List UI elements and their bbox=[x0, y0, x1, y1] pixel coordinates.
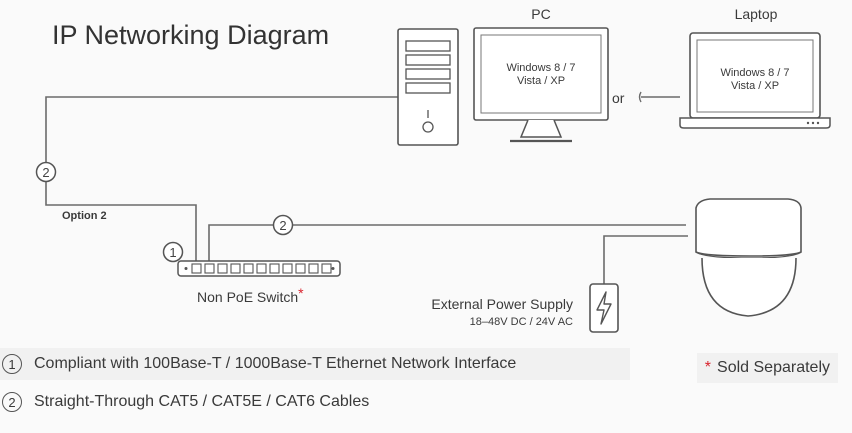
svg-text:1: 1 bbox=[169, 245, 176, 260]
cables bbox=[45, 96, 688, 284]
switch-ports bbox=[191, 263, 332, 274]
svg-text:2: 2 bbox=[42, 165, 49, 180]
pc-label: PC bbox=[531, 6, 550, 22]
note-text-1: Compliant with 100Base-T / 1000Base-T Et… bbox=[34, 355, 517, 372]
pc-tower bbox=[397, 28, 459, 146]
laptop-os-line2: Vista / XP bbox=[731, 80, 779, 92]
or-label: or bbox=[612, 90, 625, 106]
pc-monitor bbox=[473, 27, 609, 143]
cable-marker-2-camera: 2 bbox=[272, 214, 294, 236]
switch-marker-1: 1 bbox=[162, 241, 184, 263]
power-supply bbox=[589, 283, 619, 333]
laptop-cable-connector bbox=[638, 91, 642, 103]
sold-separately-asterisk: * bbox=[704, 359, 712, 376]
non-poe-switch bbox=[177, 260, 341, 277]
dome-camera bbox=[695, 198, 802, 317]
power-camera-cable bbox=[603, 235, 688, 284]
power-supply-label: External Power Supply bbox=[431, 296, 573, 312]
note-number-2: 2 bbox=[2, 392, 22, 412]
pc-os-line2: Vista / XP bbox=[517, 75, 565, 87]
power-supply-spec: 18–48V DC / 24V AC bbox=[470, 316, 573, 328]
option-2-label: Option 2 bbox=[62, 210, 107, 222]
note-text-2: Straight-Through CAT5 / CAT5E / CAT6 Cab… bbox=[34, 393, 370, 410]
diagram-title: IP Networking Diagram bbox=[52, 20, 329, 50]
sold-separately-text: Sold Separately bbox=[717, 359, 830, 376]
switch-label: Non PoE Switch* bbox=[197, 285, 304, 305]
pc-os-line1: Windows 8 / 7 bbox=[506, 62, 575, 74]
switch-camera-cable bbox=[208, 224, 686, 263]
note-row-2: 2 Straight-Through CAT5 / CAT5E / CAT6 C… bbox=[0, 386, 369, 418]
note-number-1: 1 bbox=[2, 354, 22, 374]
pc-switch-cable bbox=[45, 96, 398, 263]
lightning-bolt-icon bbox=[596, 291, 612, 325]
laptop bbox=[679, 32, 831, 129]
laptop-label: Laptop bbox=[735, 6, 778, 22]
svg-text:2: 2 bbox=[279, 218, 286, 233]
sold-separately-note: * Sold Separately bbox=[696, 353, 838, 383]
note-row-1: 1 Compliant with 100Base-T / 1000Base-T … bbox=[0, 348, 630, 380]
switch-asterisk: * bbox=[298, 285, 304, 301]
cable-marker-2-left: 2 bbox=[35, 161, 57, 183]
laptop-os-line1: Windows 8 / 7 bbox=[720, 67, 789, 79]
network-diagram: IP Networking Diagram PC Windows 8 / 7 V… bbox=[35, 6, 831, 333]
